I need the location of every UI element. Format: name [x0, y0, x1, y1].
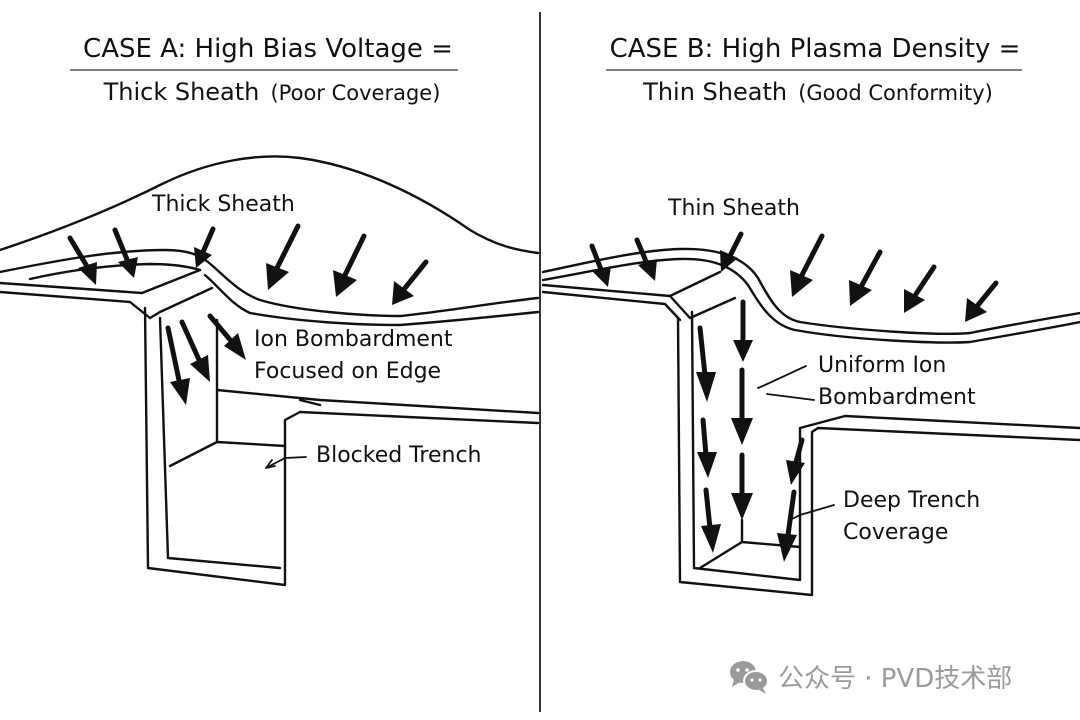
arrow-icon: [392, 259, 429, 305]
case-a-trench-label: Blocked Trench: [316, 443, 482, 468]
case-a-edge-arrows: [165, 313, 246, 405]
arrow-icon: [731, 367, 753, 445]
case-b-trench-inner: [690, 310, 1080, 582]
case-b-substrate-surface: [541, 270, 737, 322]
arrow-icon: [701, 487, 721, 553]
case-b-trench-label-1: Deep Trench: [843, 488, 980, 513]
case-b-subtitle: Thin Sheath (Good Conformity): [642, 78, 993, 106]
case-b-bombardment-label-1: Uniform Ion: [818, 353, 946, 378]
arrow-icon: [733, 299, 753, 362]
case-a-title: CASE A: High Bias Voltage =: [83, 34, 453, 64]
watermark: 公众号 · PVD技术部: [728, 658, 1012, 695]
case-b-sheath-arrows: [589, 231, 999, 322]
panel-case-a: CASE A: High Bias Voltage = Thick Sheath…: [0, 34, 540, 587]
case-b-trench-outer: [676, 316, 1080, 597]
case-a-sheath-label: Thick Sheath: [151, 192, 295, 217]
case-a-trench-leader: [265, 456, 307, 469]
case-a-sheath-arrows: [67, 223, 429, 305]
wechat-icon: [730, 660, 769, 694]
case-b-sheath-boundary: [541, 247, 1080, 335]
case-a-subtitle-main: Thick Sheath: [103, 78, 260, 106]
arrow-icon: [589, 243, 611, 287]
case-a-film-inner: [28, 262, 202, 281]
case-b-title: CASE B: High Plasma Density =: [610, 34, 1021, 64]
arrow-icon: [266, 223, 301, 290]
case-a-trench-outer: [143, 306, 540, 587]
case-a-substrate-surface: [0, 286, 214, 320]
arrow-icon: [731, 452, 753, 520]
arrow-icon: [720, 231, 744, 272]
arrow-icon: [112, 227, 138, 278]
case-b-subtitle-paren: (Good Conformity): [798, 81, 993, 105]
case-b-bombardment-label-2: Bombardment: [818, 385, 976, 410]
case-b-trench-arrows: [696, 299, 805, 562]
arrow-icon: [696, 325, 716, 402]
arrow-icon: [786, 437, 805, 485]
arrow-icon: [697, 417, 717, 478]
case-a-sheath-boundary: [0, 155, 540, 255]
arrow-icon: [965, 280, 999, 322]
case-a-overhang: [168, 318, 540, 468]
arrow-icon: [165, 325, 190, 405]
case-a-bombardment-label-1: Ion Bombardment: [254, 327, 453, 352]
arrow-icon: [777, 489, 797, 562]
case-a-bombardment-label-2: Focused on Edge: [254, 359, 441, 384]
case-b-sheath-label: Thin Sheath: [667, 196, 800, 221]
case-b-bombardment-leader: [757, 365, 815, 401]
case-a-subtitle-paren: (Poor Coverage): [270, 81, 440, 105]
arrow-icon: [179, 319, 210, 382]
arrow-icon: [333, 233, 367, 297]
case-b-trench-label-2: Coverage: [843, 520, 948, 545]
arrow-icon: [67, 235, 97, 285]
arrow-icon: [634, 237, 657, 281]
case-a-film-bottom: [0, 268, 540, 327]
arrow-icon: [849, 249, 883, 306]
panel-case-b: CASE B: High Plasma Density = Thin Sheat…: [541, 34, 1080, 597]
case-b-film-top: [541, 257, 1080, 344]
case-a-subtitle: Thick Sheath (Poor Coverage): [103, 78, 441, 106]
case-b-subtitle-main: Thin Sheath: [642, 78, 787, 106]
watermark-text: 公众号 · PVD技术部: [778, 664, 1013, 694]
arrow-icon: [194, 226, 216, 268]
case-b-trench-leader: [789, 504, 835, 521]
arrow-icon: [207, 313, 246, 360]
arrow-icon: [790, 233, 825, 297]
arrow-icon: [904, 264, 937, 313]
case-a-trench-inner: [158, 316, 282, 570]
